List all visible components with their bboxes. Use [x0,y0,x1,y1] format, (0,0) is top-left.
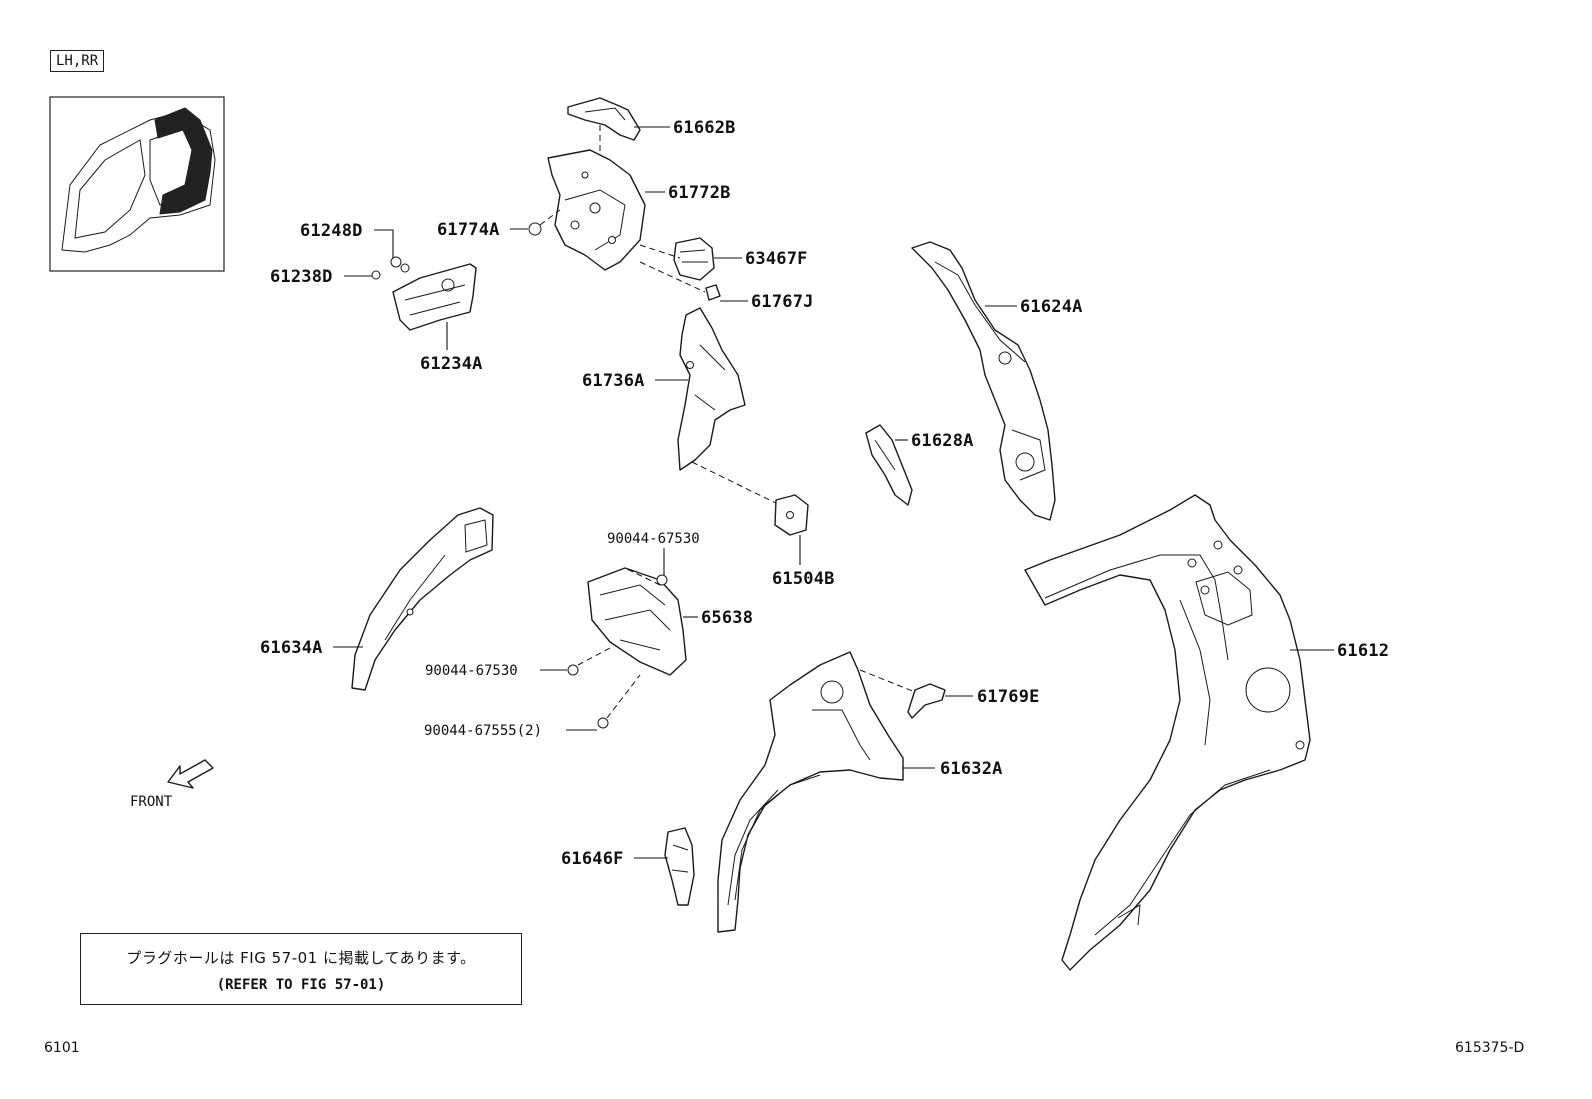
label-61772B: 61772B [668,183,731,203]
part-63467F-drawing [639,237,715,281]
label-61238D: 61238D [270,267,333,287]
part-61632A-drawing [717,651,904,933]
note-line-reference: (REFER TO FIG 57-01) [216,977,386,993]
label-61774A: 61774A [437,220,500,240]
part-65638-drawing [567,567,687,729]
label-61736A: 61736A [582,371,645,391]
leader-lines [333,126,1334,859]
view-tag: LH,RR [50,50,105,72]
part-61646F-drawing [664,827,695,906]
illustration-id: 615375-D [1455,1040,1525,1056]
label-61634A: 61634A [260,638,323,658]
part-61662B-drawing [567,97,641,155]
label-90044-67530-top: 90044-67530 [607,531,700,547]
label-61504B: 61504B [772,569,835,589]
part-61628A-drawing [865,424,913,506]
label-61646F: 61646F [561,849,624,869]
label-61628A: 61628A [911,431,974,451]
label-61767J: 61767J [751,292,814,312]
part-labels: 61662B 61772B 61774A 63467F 61767J 61248… [130,118,1389,869]
page-code: 6101 [44,1040,80,1056]
label-63467F: 63467F [745,249,808,269]
note-line-japanese: プラグホールは FIG 57-01 に掲載してあります。 [126,949,476,967]
label-65638: 65638 [701,608,753,628]
label-61248D: 61248D [300,221,363,241]
locator-inset [49,96,225,272]
part-61736A-drawing [677,307,791,511]
front-label: FRONT [130,794,173,810]
label-90044-67530-left: 90044-67530 [425,663,518,679]
part-61504B-drawing [774,494,809,565]
part-61624A-drawing [911,241,1056,521]
part-61234A-drawing [371,256,477,331]
reference-note: プラグホールは FIG 57-01 に掲載してあります。 (REFER TO F… [80,933,522,1005]
front-arrow-icon [167,759,214,789]
label-61632A: 61632A [940,759,1003,779]
label-61612: 61612 [1337,641,1389,661]
part-61612-drawing [1024,494,1311,971]
label-61769E: 61769E [977,687,1040,707]
part-61774A-drawing [528,209,561,236]
part-61769E-drawing [859,669,946,719]
part-61634A-drawing [351,507,494,691]
label-90044-67555: 90044-67555(2) [424,723,542,739]
label-61624A: 61624A [1020,297,1083,317]
part-61767J-drawing [639,261,721,301]
label-61662B: 61662B [673,118,736,138]
label-61234A: 61234A [420,354,483,374]
part-61772B-drawing [547,149,646,271]
